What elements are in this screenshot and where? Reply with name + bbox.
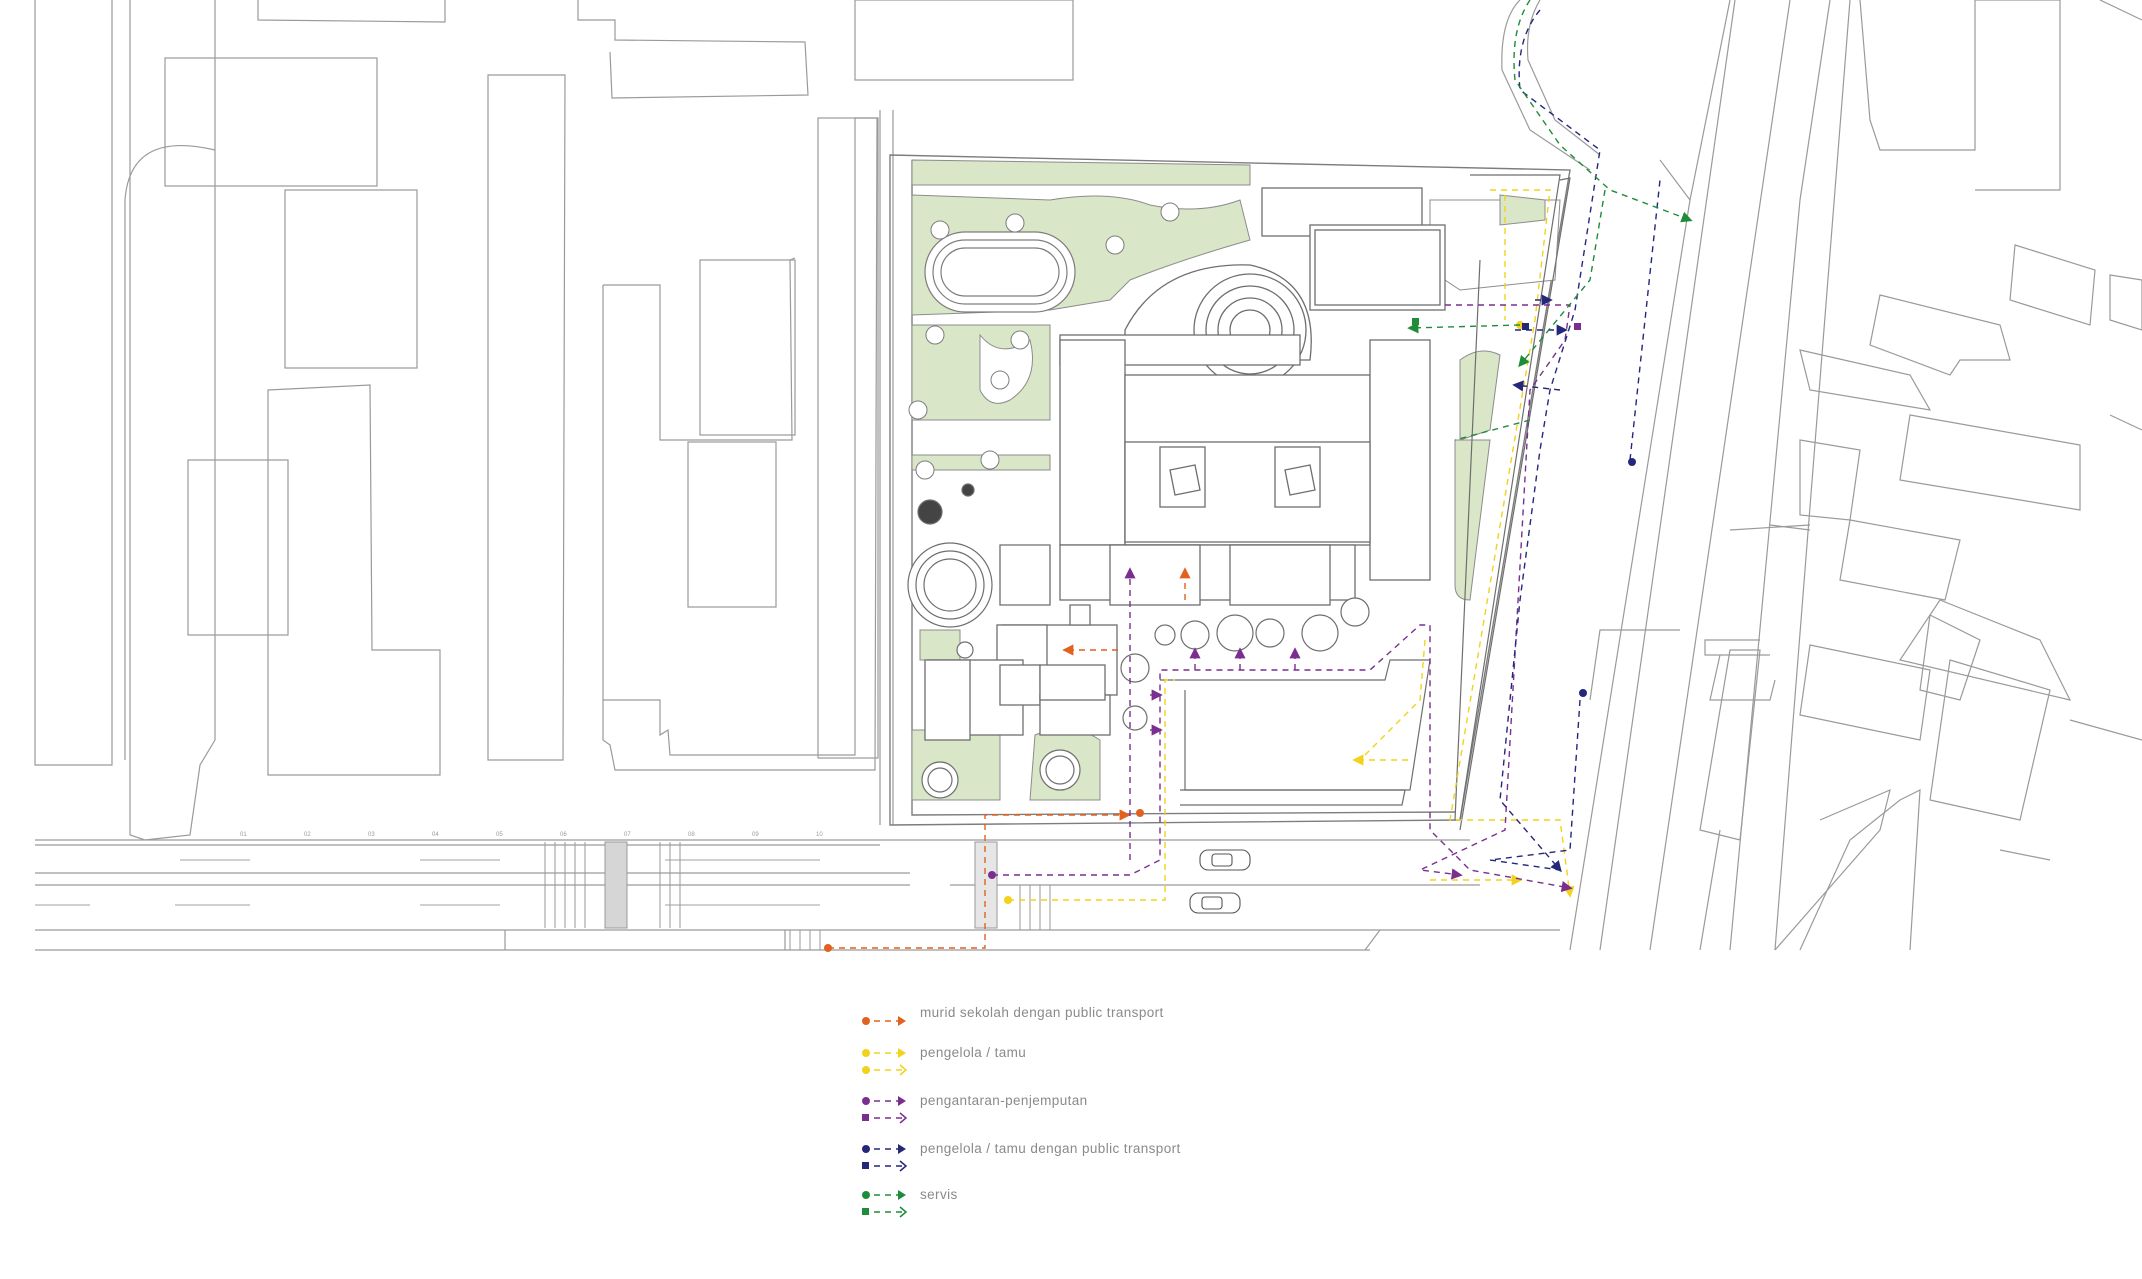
street-marker-label: 02 (304, 832, 311, 838)
legend-label: pengelola / tamu dengan public transport (920, 1141, 1181, 1156)
path-pengelola (1008, 189, 1575, 901)
school-buildings (924, 187, 1446, 741)
street-marker-label: 06 (560, 832, 567, 838)
path-servis (1407, 0, 1693, 441)
surrounding-buildings-left (34, 0, 1074, 841)
amphitheater (907, 483, 1081, 799)
legend-symbol (862, 1144, 908, 1172)
legend-label: pengantaran-penjemputan (920, 1093, 1088, 1108)
street-marker-label: 07 (624, 832, 631, 838)
legend-label: murid sekolah dengan public transport (920, 1005, 1164, 1020)
street-marker-label: 03 (368, 832, 375, 838)
site-plan-map: 01 02 03 04 05 06 07 08 09 10 (34, 0, 2142, 952)
legend-item-servis: servis (850, 1187, 1370, 1227)
running-track (924, 231, 1076, 313)
path-servis-markers (1412, 318, 1419, 325)
legend-label: pengelola / tamu (920, 1045, 1027, 1060)
path-murid-markers (824, 809, 1144, 952)
parking-block (1160, 659, 1431, 806)
legend-item-pengantaran: pengantaran-penjemputan (850, 1093, 1370, 1133)
car-icon (1189, 849, 1251, 914)
green-areas (911, 159, 1561, 801)
street-marker-label: 08 (688, 832, 695, 838)
street-marker-label: 04 (432, 832, 439, 838)
right-walkway (1454, 174, 1571, 831)
legend-symbol (862, 1096, 908, 1124)
path-murid (828, 567, 1191, 949)
path-pengantaran-markers (988, 323, 1581, 879)
street-marker-label: 01 (240, 832, 247, 838)
circular-rooms (1120, 597, 1370, 731)
legend-symbol (862, 1048, 908, 1076)
tree-icon (908, 202, 1180, 480)
surrounding-buildings-right (1501, 0, 2142, 951)
legend-symbol (862, 1190, 908, 1218)
main-road (35, 839, 1560, 951)
path-public-transport-markers (1522, 323, 1636, 697)
legend-item-murid: murid sekolah dengan public transport (850, 1005, 1370, 1045)
street-marker-label: 09 (752, 832, 759, 838)
legend-item-pengelola: pengelola / tamu (850, 1045, 1370, 1085)
legend-label: servis (920, 1187, 958, 1202)
path-public-transport (1489, 9, 1661, 873)
legend-symbol (862, 1016, 906, 1026)
crosswalks (544, 841, 1051, 950)
map-legend: murid sekolah dengan public transport pe… (850, 1005, 1370, 1227)
legend-item-public-transport: pengelola / tamu dengan public transport (850, 1141, 1370, 1181)
street-marker-label: 10 (816, 832, 823, 838)
street-marker-label: 05 (496, 832, 503, 838)
